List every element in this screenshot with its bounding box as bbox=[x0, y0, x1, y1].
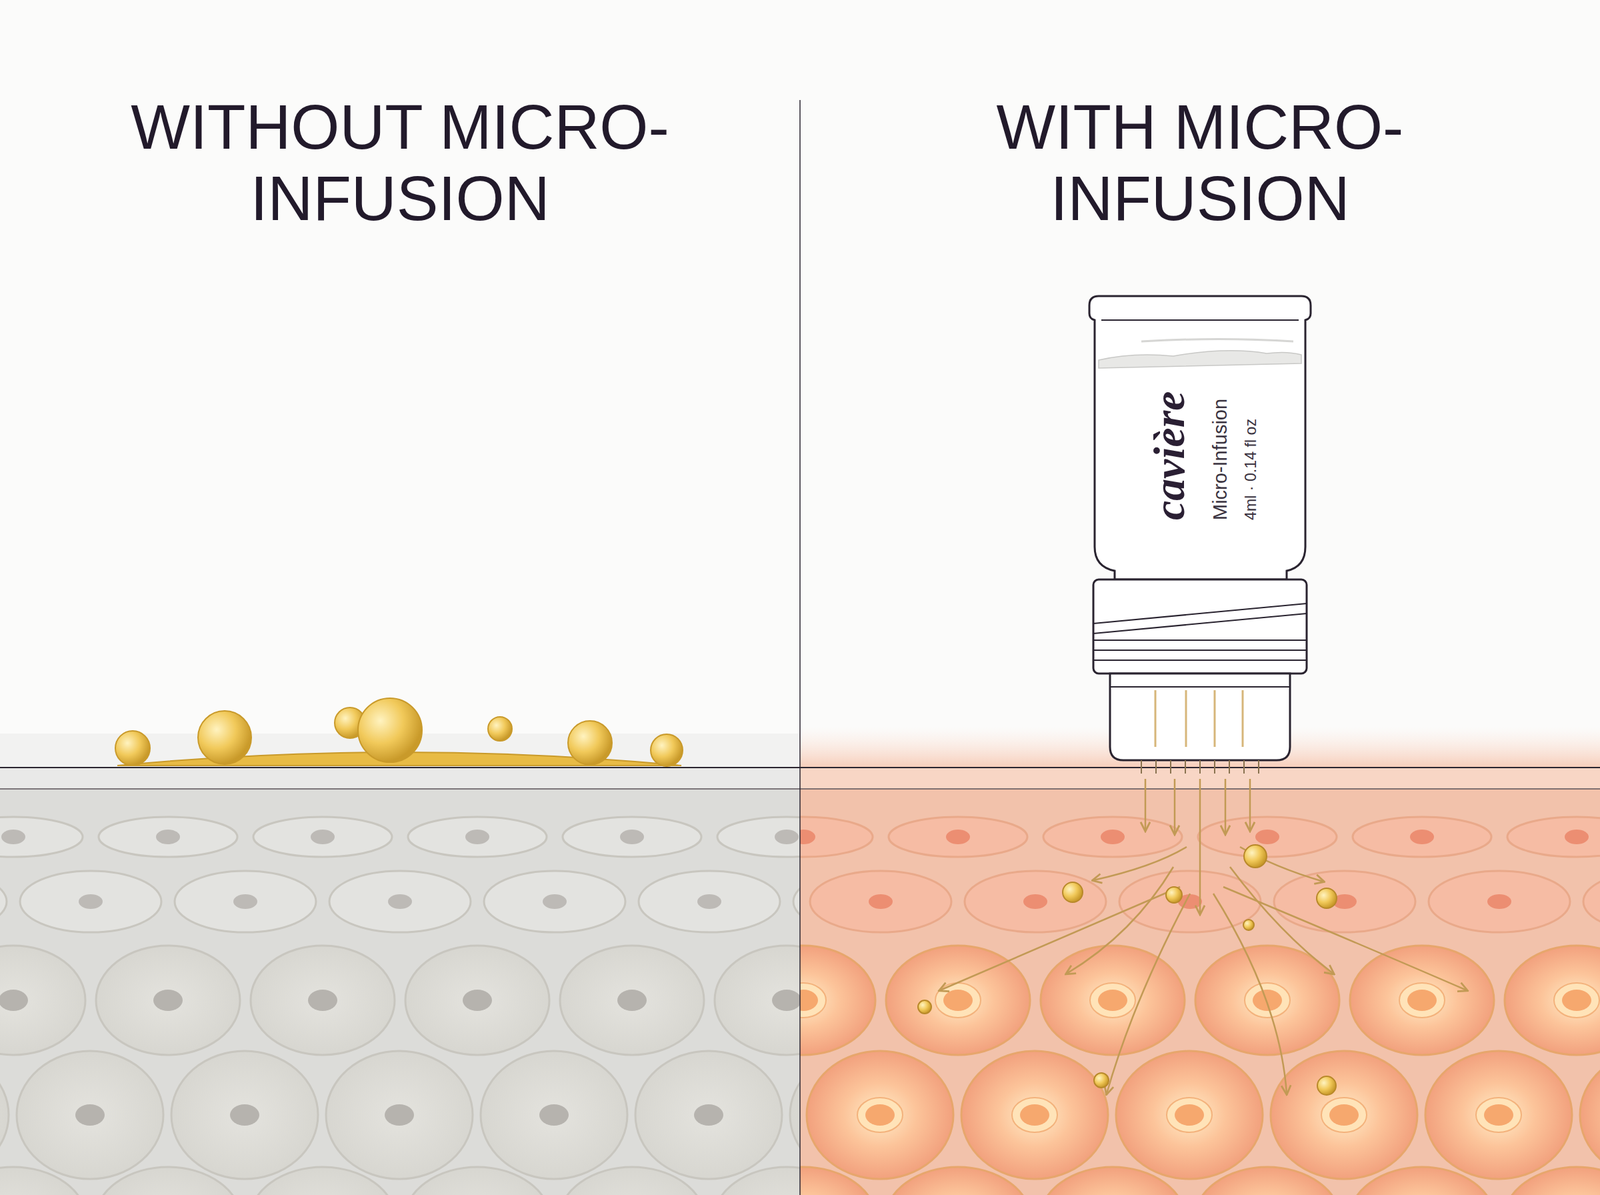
label-text-block: cavière Micro-Infusion 4ml · 0.14 fl oz bbox=[1094, 320, 1306, 567]
brand-name: cavière bbox=[1144, 320, 1195, 520]
panel-heading: WITH MICRO-INFUSION bbox=[866, 91, 1534, 234]
bottle-label: cavière Micro-Infusion 4ml · 0.14 fl oz bbox=[1094, 320, 1306, 567]
panel-heading: WITHOUT MICRO-INFUSION bbox=[66, 91, 734, 234]
product-text: Micro-Infusion bbox=[1208, 320, 1232, 520]
product-text: 4ml · 0.14 fl oz bbox=[1240, 320, 1261, 520]
